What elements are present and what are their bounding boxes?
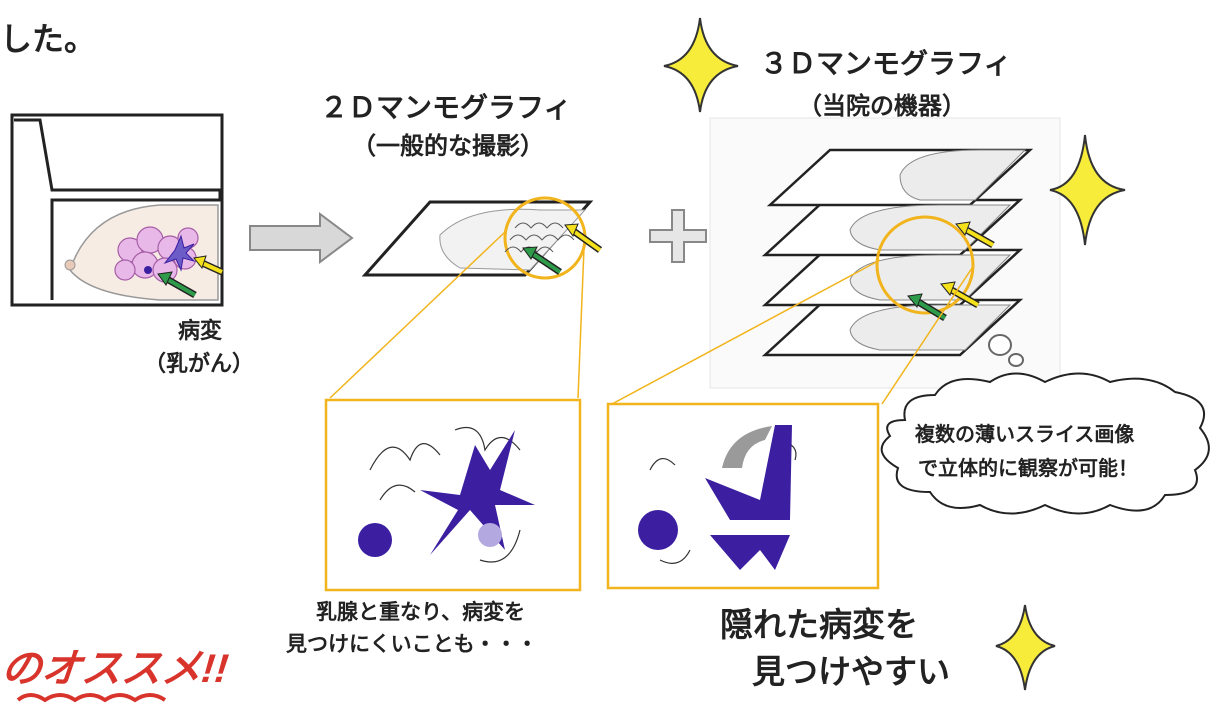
zoom-connector-lines (329, 231, 973, 405)
sparkle-icon (663, 17, 1126, 691)
zoom-box-2d (324, 398, 582, 592)
header-fragment: した。 (0, 20, 97, 58)
arrow-right-icon (249, 212, 354, 264)
caption-3d-line2: 見つけやすい (752, 652, 950, 691)
recommend-badge: のオススメ!! (0, 647, 231, 691)
cloud-text-line2: で立体的に観察が可能！ (918, 456, 1138, 480)
mammo-2d-illustration (361, 196, 603, 280)
caption-2d-line1: 乳腺と重なり、病変を (316, 600, 526, 624)
mammo-3d-subtitle: （当院の機器） (798, 92, 966, 120)
mammo-2d-subtitle: （一般的な撮影） (352, 132, 544, 160)
mammo-3d-title: ３Ｄマンモグラフィ (760, 47, 1012, 80)
cloud-text-line1: 複数の薄いスライス画像 (915, 422, 1135, 446)
caption-2d-line2: 見つけにくいことも・・・ (286, 632, 538, 656)
plus-icon (649, 209, 707, 263)
cloud-bubble (880, 372, 1210, 515)
badge-underline (16, 693, 167, 703)
caption-3d-line1: 隠れた病変を (720, 605, 918, 644)
lesion-label-line2: （乳がん） (144, 352, 255, 377)
mammo-2d-title: ２Ｄマンモグラフィ (320, 91, 572, 124)
thought-bubble-icon (988, 334, 1024, 367)
zoom-box-3d (606, 402, 880, 590)
lesion-label-line1: 病変 (178, 319, 223, 344)
mammo-3d-illustration (709, 117, 1061, 389)
mammography-machine-illustration (10, 113, 224, 307)
